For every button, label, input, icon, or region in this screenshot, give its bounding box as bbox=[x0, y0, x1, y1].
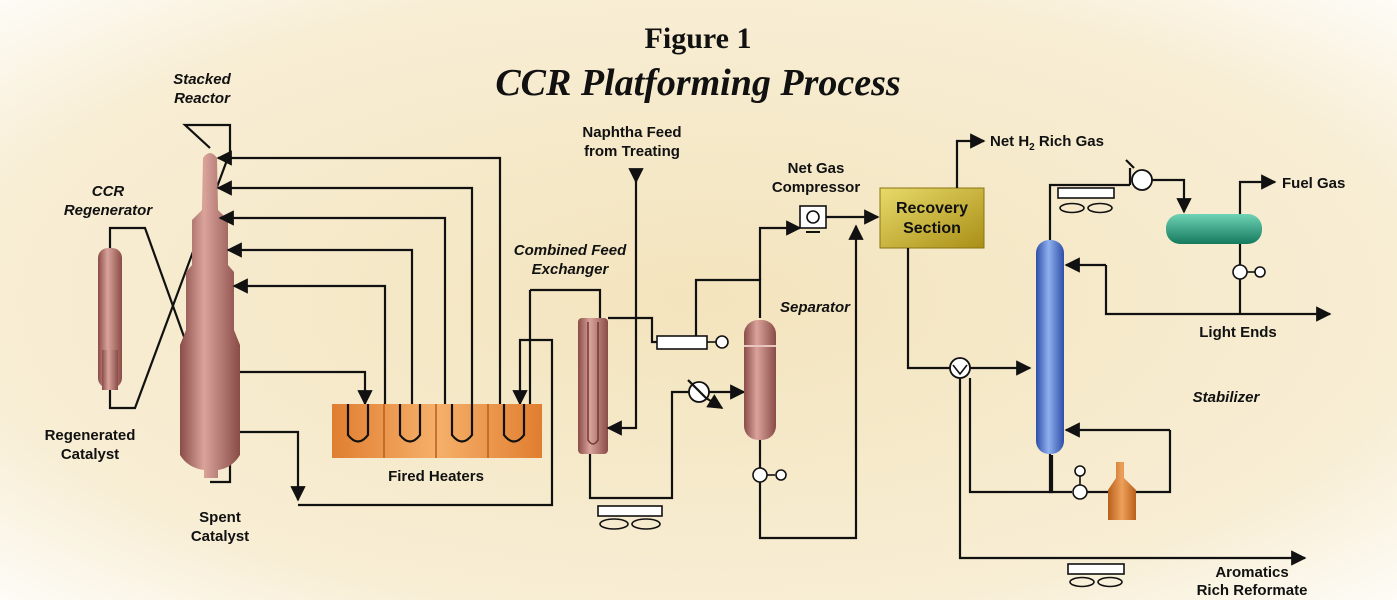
ccr-regenerator-label-2: Regenerator bbox=[64, 202, 154, 219]
regenerated-catalyst-label-2: Catalyst bbox=[61, 446, 119, 463]
compressor-icon bbox=[799, 205, 880, 233]
fired-heaters bbox=[332, 404, 542, 458]
air-cooler-2-icon bbox=[1067, 563, 1125, 588]
ccr-regenerator-vessel bbox=[98, 248, 122, 390]
air-cooler-1-icon bbox=[597, 505, 663, 530]
aromatics-rich-reformate-label-2: Rich Reformate bbox=[1197, 582, 1308, 599]
naphtha-feed-label-2: from Treating bbox=[584, 143, 680, 160]
spent-catalyst-label-2: Catalyst bbox=[191, 528, 249, 545]
net-gas-compressor-label-1: Net Gas bbox=[788, 160, 845, 177]
combined-feed-exchanger-label-2: Exchanger bbox=[532, 261, 610, 278]
net-gas-compressor-label-2: Compressor bbox=[772, 179, 861, 196]
stabilizer-column bbox=[1036, 183, 1332, 454]
control-valve-icon bbox=[656, 335, 729, 350]
naphtha-feed-line bbox=[606, 168, 644, 436]
reboiler-heater bbox=[1048, 430, 1172, 520]
stacked-reactor-vessel bbox=[180, 153, 240, 478]
reboiler-valve-icon bbox=[1072, 465, 1108, 500]
recovery-section-box bbox=[879, 133, 986, 370]
receiver-drum bbox=[1166, 174, 1277, 314]
stacked-reactor-label-2: Reactor bbox=[174, 90, 231, 107]
separator-label: Separator bbox=[780, 299, 851, 316]
naphtha-feed-label-1: Naphtha Feed bbox=[582, 124, 681, 141]
stacked-reactor-label-1: Stacked bbox=[173, 71, 231, 88]
fired-heaters-label: Fired Heaters bbox=[388, 468, 484, 485]
separator-vessel bbox=[744, 224, 864, 540]
net-h2-rich-gas-label: Net H2 Rich Gas bbox=[990, 133, 1104, 153]
recovery-section-label-1: Recovery bbox=[896, 200, 968, 217]
stabilizer-feed-exchanger-icon bbox=[949, 357, 1307, 566]
aromatics-rich-reformate-label-1: Aromatics bbox=[1215, 564, 1288, 581]
ccr-regenerator-label-1: CCR bbox=[92, 183, 125, 200]
separator-cooler-icon bbox=[687, 379, 724, 409]
overhead-condenser-icon bbox=[1125, 159, 1192, 214]
recovery-section-label-2: Section bbox=[903, 220, 961, 237]
figure-number: Figure 1 bbox=[645, 22, 752, 55]
combined-feed-exchanger bbox=[528, 288, 608, 454]
figure-title: CCR Platforming Process bbox=[495, 62, 900, 104]
overhead-air-cooler-icon bbox=[1057, 187, 1115, 214]
stabilizer-label: Stabilizer bbox=[1193, 389, 1261, 406]
light-ends-label: Light Ends bbox=[1199, 324, 1277, 341]
fuel-gas-label: Fuel Gas bbox=[1282, 175, 1345, 192]
regenerated-catalyst-label-1: Regenerated bbox=[45, 427, 136, 444]
reactor-heater-lines bbox=[216, 150, 554, 507]
spent-catalyst-label-1: Spent bbox=[199, 509, 241, 526]
effluent-lines bbox=[588, 220, 802, 500]
combined-feed-exchanger-label-1: Combined Feed bbox=[514, 242, 627, 259]
